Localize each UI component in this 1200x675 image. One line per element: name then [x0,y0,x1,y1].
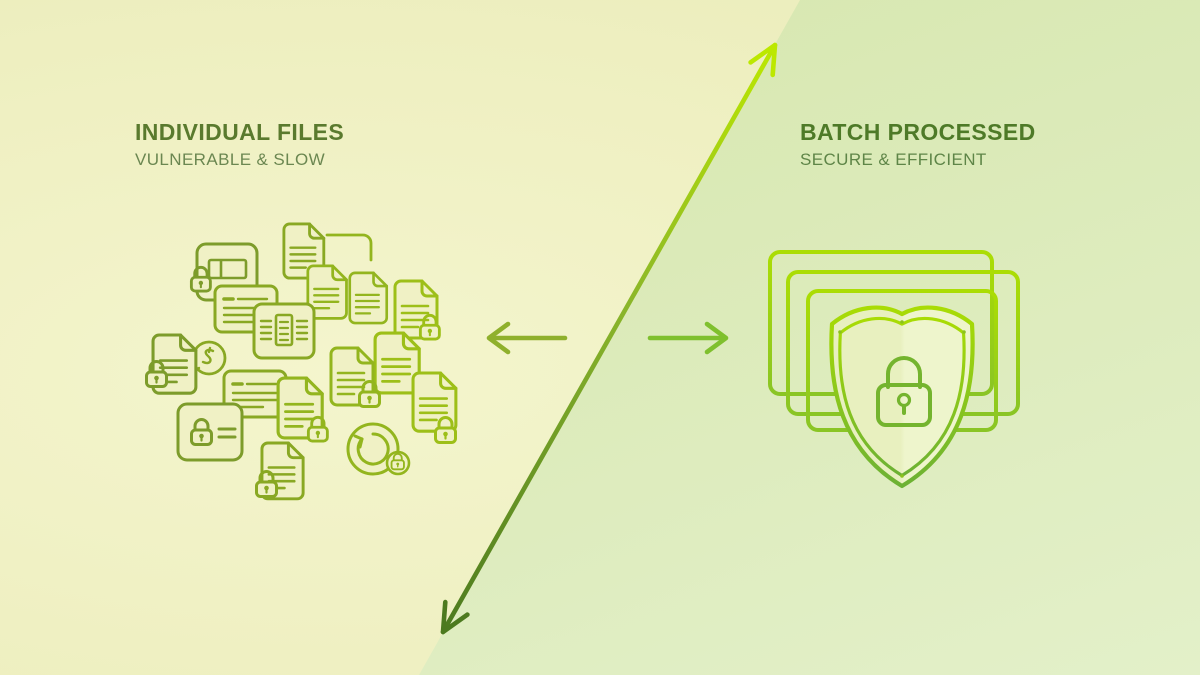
right-title-block: BATCH PROCESSED SECURE & EFFICIENT [800,118,1036,170]
shield-lock-icon [829,305,975,489]
connector-line [325,233,373,262]
right-direction-arrow [647,321,729,355]
right-subtitle: SECURE & EFFICIENT [800,149,987,169]
left-subtitle: VULNERABLE & SLOW [135,149,326,169]
document-icon [348,271,389,325]
batch-processed-group [768,250,1020,489]
individual-files-cluster [145,222,458,501]
coin-dollar-icon [191,340,227,376]
card-lock-icon [178,404,242,460]
right-title: BATCH PROCESSED [800,119,1036,145]
shield-rivets [838,320,966,478]
left-title: INDIVIDUAL FILES [135,119,345,145]
left-direction-arrow [486,321,568,355]
left-title-block: INDIVIDUAL FILES VULNERABLE & SLOW [135,118,344,170]
padlock-icon [876,356,932,427]
form-card-icon [252,302,316,360]
document-lock-icon [411,371,458,433]
diagonal-double-arrow [440,42,778,635]
refresh-lock-icon [348,424,409,474]
